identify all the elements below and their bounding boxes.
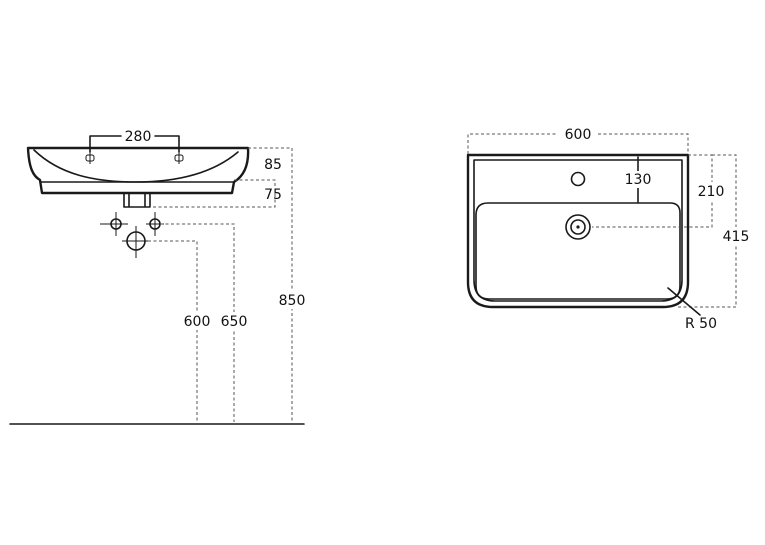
bowl-outline	[475, 202, 681, 300]
dim-rim-floor-height: 850	[279, 293, 306, 309]
dim-guide-650	[160, 223, 235, 422]
basin-outline	[466, 153, 690, 309]
dim-supply-height: 650	[221, 314, 248, 330]
dim-guide-210	[592, 154, 713, 228]
basin-inner-rim	[473, 159, 683, 302]
dim-corner-radius: R 50	[685, 316, 717, 332]
dim-tap-spacing: 280	[125, 129, 152, 145]
waste-pipe-section	[122, 226, 150, 258]
tap-hole-right	[174, 152, 184, 164]
radius-leader	[667, 287, 701, 316]
tap-hole-left	[85, 152, 95, 164]
tap-hole	[570, 171, 586, 187]
basin-inner-curve	[33, 149, 239, 183]
top-view: 600 130 210 415 R 50	[466, 127, 752, 332]
dim-tap-offset: 130	[625, 172, 652, 188]
supply-valve-left	[100, 212, 128, 236]
dim-line-600	[467, 133, 689, 154]
dim-bowl-depth: 75	[264, 187, 282, 203]
dim-rim-height: 85	[264, 157, 282, 173]
dim-depth: 415	[723, 229, 750, 245]
basin-side-profile	[26, 146, 250, 195]
dim-waste-height: 600	[184, 314, 211, 330]
drain	[565, 214, 591, 240]
side-view: 280 600 650 850 85 75	[9, 129, 307, 425]
dim-guide-850	[248, 147, 293, 422]
waste-outlet	[123, 192, 151, 208]
dim-line-280	[89, 135, 180, 153]
dim-width: 600	[565, 127, 592, 143]
dim-guide-600	[148, 240, 198, 422]
dim-drain-offset: 210	[698, 184, 725, 200]
